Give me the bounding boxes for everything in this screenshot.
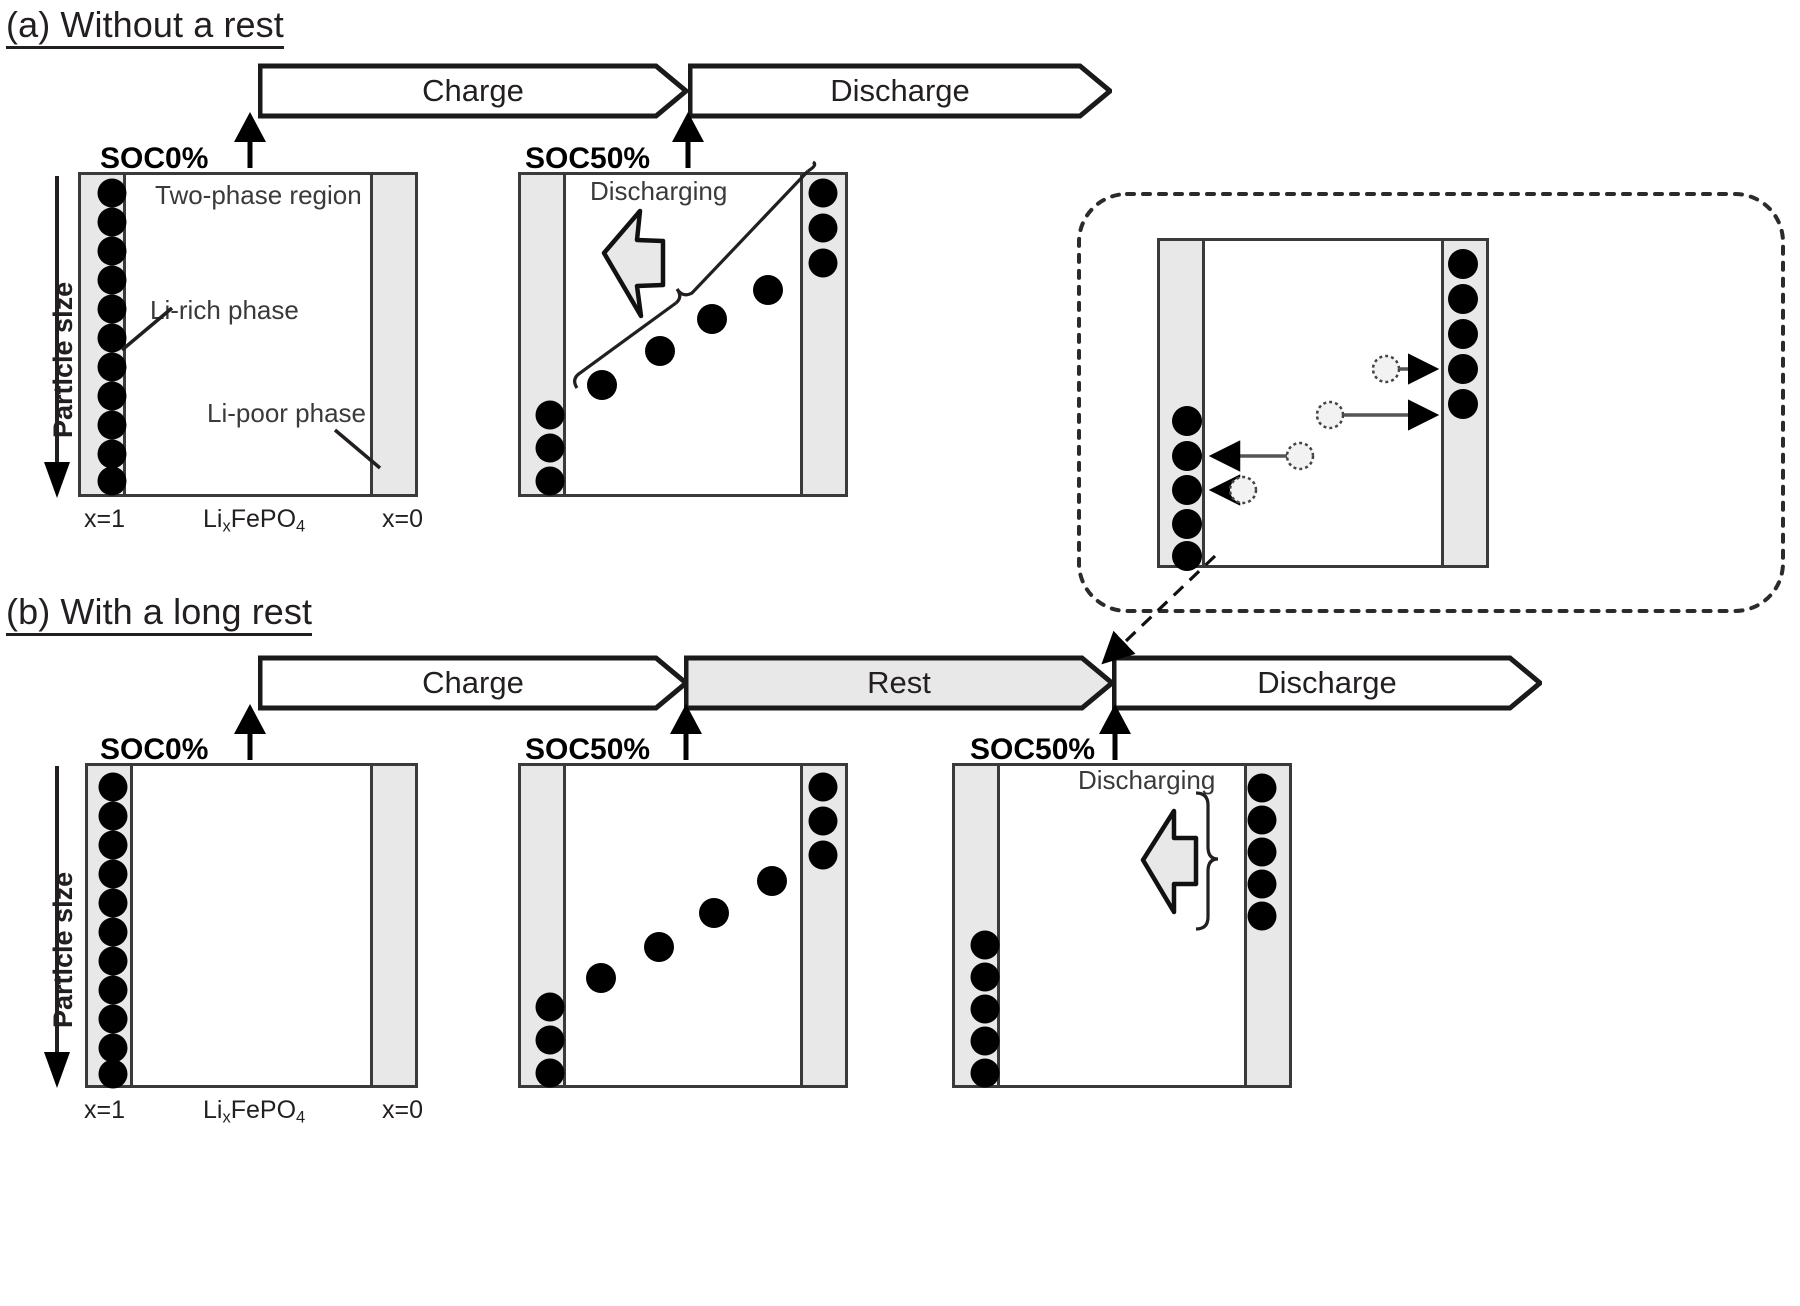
li-poor-band-inset (1441, 241, 1486, 565)
axis-compound-b: LixFePO4 (203, 1096, 306, 1127)
process-bar-discharge-a[interactable]: Discharge (688, 63, 1112, 119)
process-bar-charge-a[interactable]: Charge (258, 63, 688, 119)
cell-panel-b1 (85, 763, 418, 1088)
chevron-shape (1112, 655, 1542, 711)
cell-panel-a2 (518, 172, 848, 497)
note-li-rich-phase: Li-rich phase (150, 295, 299, 325)
chevron-shape (258, 655, 688, 711)
particle-size-axis-label-a: Particle size (48, 281, 78, 438)
process-bar-charge-b[interactable]: Charge (258, 655, 688, 711)
section-title-b: (b) With a long rest (6, 592, 313, 637)
soc-label-a1: SOC0% (100, 142, 209, 175)
li-rich-band-b3 (955, 766, 1000, 1085)
particle-size-axis-label-b: Particle size (48, 871, 78, 1028)
process-bar-label: Discharge (1257, 665, 1397, 700)
axis-x0-a: x=0 (382, 505, 424, 533)
li-rich-band-b1 (88, 766, 133, 1085)
chevron-shape (684, 655, 1114, 711)
li-poor-band-a1 (370, 175, 415, 494)
connector-arrow-b2 (670, 704, 702, 760)
li-rich-band-inset (1160, 241, 1205, 565)
process-bar-label: Charge (422, 665, 524, 700)
section-title-a: (a) Without a rest (6, 5, 284, 50)
axis-x0-b: x=0 (382, 1096, 424, 1124)
chevron-shape (258, 63, 688, 119)
axis-x1-a: x=1 (84, 505, 126, 533)
soc-label-a2: SOC50% (525, 142, 651, 175)
note-discharging-b3: Discharging (1078, 765, 1216, 795)
li-poor-band-b3 (1244, 766, 1289, 1085)
chevron-shape (688, 63, 1112, 119)
axis-compound-a: LixFePO4 (203, 505, 306, 536)
li-poor-band-a2 (800, 175, 845, 494)
connector-arrow-a2 (672, 112, 704, 168)
process-bar-label: Discharge (830, 73, 970, 108)
connector-arrow-a1 (234, 112, 266, 168)
process-bar-rest-b[interactable]: Rest (684, 655, 1114, 711)
axis-x1-b: x=1 (84, 1096, 126, 1124)
soc-label-b2: SOC50% (525, 733, 651, 766)
li-poor-band-b1 (370, 766, 415, 1085)
cell-panel-inset (1157, 238, 1489, 568)
li-poor-band-b2 (800, 766, 845, 1085)
li-rich-band-b2 (521, 766, 566, 1085)
li-rich-band-a2 (521, 175, 566, 494)
soc-label-b1: SOC0% (100, 733, 209, 766)
li-rich-band-a1 (81, 175, 126, 494)
note-discharging-a2: Discharging (590, 176, 728, 206)
note-li-poor-phase: Li-poor phase (207, 398, 366, 428)
process-bar-label: Charge (422, 73, 524, 108)
soc-label-b3: SOC50% (970, 733, 1096, 766)
cell-panel-b2 (518, 763, 848, 1088)
process-bar-discharge-b[interactable]: Discharge (1112, 655, 1542, 711)
connector-arrow-b1 (234, 704, 266, 760)
note-two-phase-region: Two-phase region (155, 180, 362, 210)
cell-panel-b3 (952, 763, 1292, 1088)
process-bar-label: Rest (867, 665, 931, 700)
connector-arrow-b3 (1099, 704, 1131, 760)
cell-panel-a1 (78, 172, 418, 497)
